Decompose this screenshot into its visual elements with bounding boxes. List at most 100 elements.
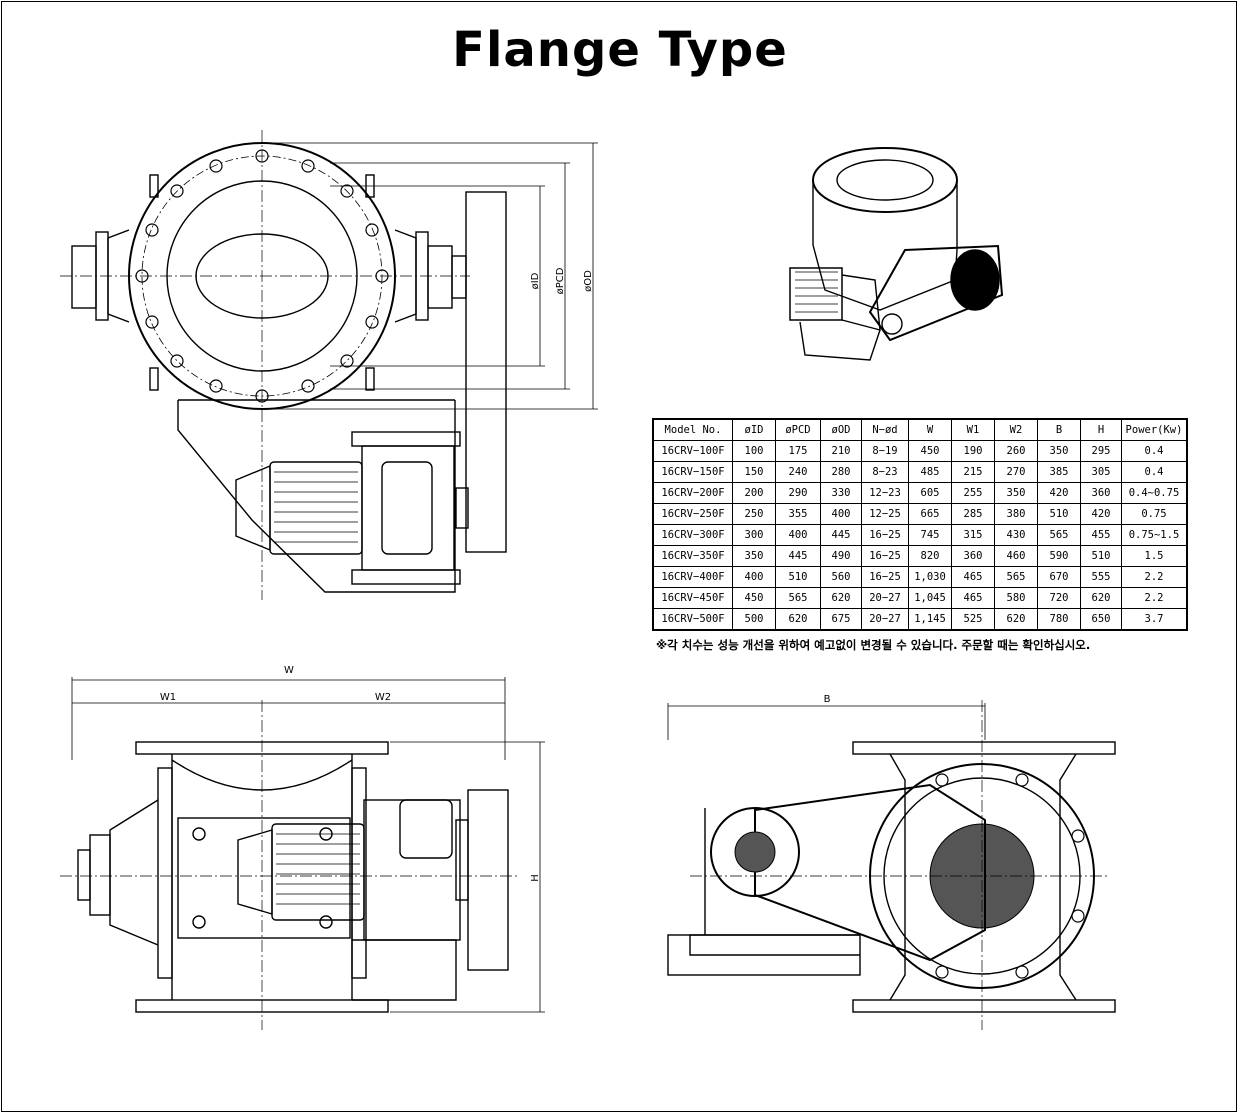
table-cell: 300 bbox=[732, 524, 776, 546]
table-cell: 3.7 bbox=[1121, 608, 1188, 631]
table-cell: 490 bbox=[820, 545, 862, 567]
table-cell: 510 bbox=[775, 566, 821, 588]
table-cell: 460 bbox=[994, 545, 1038, 567]
table-cell: 1,145 bbox=[908, 608, 952, 631]
spec-note: ※각 치수는 성능 개선을 위하여 예고없이 변경될 수 있습니다. 주문할 때… bbox=[656, 638, 1091, 652]
spec-col-header: W bbox=[908, 418, 952, 441]
page-title: Flange Type bbox=[452, 22, 788, 78]
table-cell: 445 bbox=[820, 524, 862, 546]
table-cell: 12−25 bbox=[861, 503, 909, 525]
table-cell: 355 bbox=[775, 503, 821, 525]
table-cell: 16CRV−350F bbox=[652, 545, 733, 567]
spec-col-header: øID bbox=[732, 418, 776, 441]
table-cell: 1,030 bbox=[908, 566, 952, 588]
table-cell: 590 bbox=[1037, 545, 1081, 567]
table-cell: 0.4 bbox=[1121, 440, 1188, 462]
table-cell: 280 bbox=[820, 461, 862, 483]
spec-col-header: H bbox=[1080, 418, 1122, 441]
table-cell: 8−23 bbox=[861, 461, 909, 483]
table-cell: 675 bbox=[820, 608, 862, 631]
table-cell: 16CRV−300F bbox=[652, 524, 733, 546]
table-cell: 295 bbox=[1080, 440, 1122, 462]
table-cell: 400 bbox=[732, 566, 776, 588]
spec-col-header: øOD bbox=[820, 418, 862, 441]
table-cell: 525 bbox=[951, 608, 995, 631]
table-cell: 16CRV−200F bbox=[652, 482, 733, 504]
table-cell: 16−25 bbox=[861, 524, 909, 546]
table-cell: 16CRV−100F bbox=[652, 440, 733, 462]
table-cell: 670 bbox=[1037, 566, 1081, 588]
table-cell: 8−19 bbox=[861, 440, 909, 462]
table-cell: 100 bbox=[732, 440, 776, 462]
table-cell: 565 bbox=[994, 566, 1038, 588]
table-cell: 12−23 bbox=[861, 482, 909, 504]
table-cell: 605 bbox=[908, 482, 952, 504]
table-cell: 565 bbox=[1037, 524, 1081, 546]
spec-col-header: Model No. bbox=[652, 418, 733, 441]
table-cell: 16CRV−400F bbox=[652, 566, 733, 588]
table-cell: 16CRV−150F bbox=[652, 461, 733, 483]
table-cell: 450 bbox=[732, 587, 776, 609]
table-cell: 175 bbox=[775, 440, 821, 462]
table-cell: 780 bbox=[1037, 608, 1081, 631]
table-cell: 16CRV−250F bbox=[652, 503, 733, 525]
table-cell: 510 bbox=[1080, 545, 1122, 567]
table-cell: 620 bbox=[775, 608, 821, 631]
dim-label-w: W bbox=[284, 665, 294, 676]
spec-col-header: W2 bbox=[994, 418, 1038, 441]
table-cell: 555 bbox=[1080, 566, 1122, 588]
table-cell: 215 bbox=[951, 461, 995, 483]
table-cell: 350 bbox=[732, 545, 776, 567]
spec-col-header: B bbox=[1037, 418, 1081, 441]
table-cell: 745 bbox=[908, 524, 952, 546]
top-view bbox=[60, 130, 598, 600]
table-cell: 250 bbox=[732, 503, 776, 525]
dim-label-w1: W1 bbox=[160, 692, 176, 703]
table-cell: 16CRV−500F bbox=[652, 608, 733, 631]
table-cell: 240 bbox=[775, 461, 821, 483]
table-cell: 430 bbox=[994, 524, 1038, 546]
table-cell: 620 bbox=[1080, 587, 1122, 609]
spec-col-header: Power(Kw) bbox=[1121, 418, 1188, 441]
table-cell: 350 bbox=[994, 482, 1038, 504]
isometric-illustration bbox=[789, 147, 1004, 361]
table-cell: 285 bbox=[951, 503, 995, 525]
table-cell: 150 bbox=[732, 461, 776, 483]
dim-label-pcd: øPCD bbox=[555, 267, 566, 294]
table-cell: 0.75 bbox=[1121, 503, 1188, 525]
table-cell: 290 bbox=[775, 482, 821, 504]
table-cell: 400 bbox=[820, 503, 862, 525]
table-cell: 315 bbox=[951, 524, 995, 546]
table-cell: 20−27 bbox=[861, 608, 909, 631]
table-cell: 565 bbox=[775, 587, 821, 609]
table-cell: 190 bbox=[951, 440, 995, 462]
table-cell: 465 bbox=[951, 566, 995, 588]
spec-col-header: øPCD bbox=[775, 418, 821, 441]
front-view bbox=[60, 677, 545, 1030]
dim-label-b: B bbox=[824, 694, 831, 705]
table-cell: 360 bbox=[951, 545, 995, 567]
table-cell: 580 bbox=[994, 587, 1038, 609]
table-cell: 650 bbox=[1080, 608, 1122, 631]
side-view bbox=[667, 700, 1116, 1030]
table-cell: 420 bbox=[1037, 482, 1081, 504]
table-cell: 510 bbox=[1037, 503, 1081, 525]
table-cell: 1.5 bbox=[1121, 545, 1188, 567]
table-cell: 0.4~0.75 bbox=[1121, 482, 1188, 504]
table-cell: 305 bbox=[1080, 461, 1122, 483]
dim-label-id: øID bbox=[530, 272, 541, 289]
table-cell: 360 bbox=[1080, 482, 1122, 504]
table-cell: 1,045 bbox=[908, 587, 952, 609]
table-cell: 620 bbox=[994, 608, 1038, 631]
table-cell: 385 bbox=[1037, 461, 1081, 483]
table-cell: 665 bbox=[908, 503, 952, 525]
